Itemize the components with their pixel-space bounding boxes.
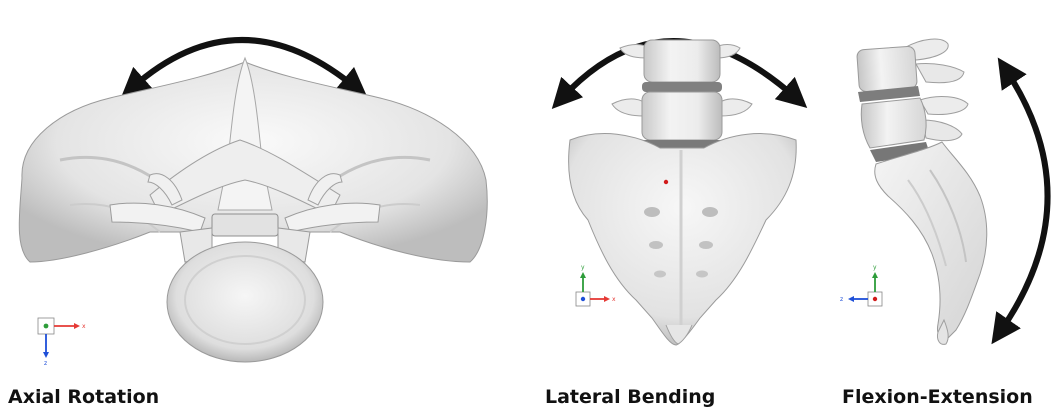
sacral-foramen [699, 241, 713, 249]
x-axis-arrowhead [604, 296, 610, 302]
axial-rotation-figure: x z [0, 0, 500, 415]
axial-rotation-caption: Axial Rotation [8, 386, 159, 408]
axis-triad: y x [576, 264, 616, 306]
lower-vertebral-body [861, 98, 926, 148]
lateral-bending-panel: y x Lateral Bending [540, 0, 830, 415]
sacral-foramen [702, 207, 718, 217]
flexion-extension-caption: Flexion-Extension [842, 386, 1033, 408]
triad-origin-dot [44, 324, 49, 329]
y-axis-label: y [873, 264, 877, 271]
lateral-bending-figure: y x [540, 0, 830, 415]
axial-rotation-panel: x z Axial Rotation [0, 0, 500, 415]
z-axis-label: z [44, 360, 47, 367]
lateral-bending-caption: Lateral Bending [545, 386, 715, 408]
x-axis-label: x [82, 323, 86, 330]
y-axis-arrowhead [872, 272, 878, 278]
x-axis-label: x [612, 296, 616, 303]
z-axis-label: z [840, 296, 843, 303]
y-axis-arrowhead [580, 272, 586, 278]
y-axis-label: y [581, 264, 585, 271]
flexion-extension-panel: y z Flexion-Extension [830, 0, 1061, 415]
lower-spinous-process [920, 97, 968, 115]
x-axis-arrowhead [74, 323, 80, 329]
sacral-foramen [649, 241, 663, 249]
flexion-extension-figure: y z [830, 0, 1061, 415]
z-axis-arrowhead [848, 296, 854, 302]
upper-vertebral-body [644, 40, 720, 82]
sacral-foramen [696, 271, 708, 278]
axis-triad: x z [38, 318, 86, 367]
triad-origin-dot [581, 297, 585, 301]
z-axis-arrowhead [43, 352, 49, 358]
triad-origin-dot [873, 297, 877, 301]
upper-vertebral-body [857, 46, 918, 92]
upper-articular-process [916, 63, 964, 82]
upper-intervertebral-disc [642, 82, 722, 92]
lower-articular-process [922, 120, 962, 141]
flexion-extension-arrow [1000, 70, 1048, 332]
axis-triad: y z [840, 264, 882, 306]
sacral-foramen [644, 207, 660, 217]
sacral-foramen [654, 271, 666, 278]
vertebral-canal [212, 214, 278, 236]
rotation-center-marker [664, 180, 668, 184]
lower-vertebral-body [642, 92, 722, 140]
